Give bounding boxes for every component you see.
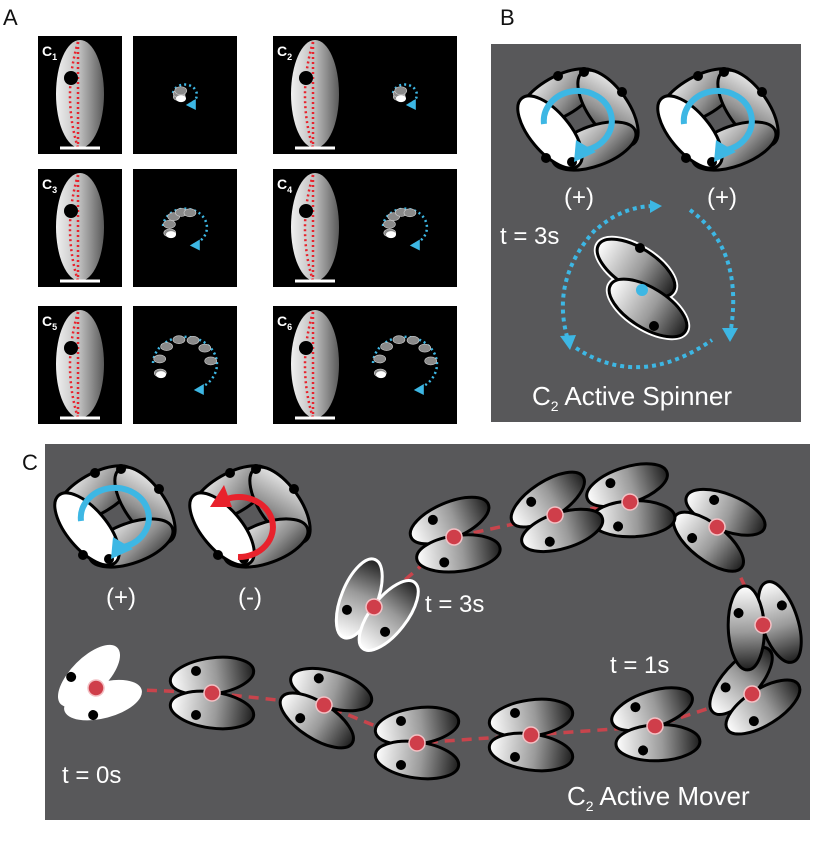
mover-glyph-minus xyxy=(188,464,312,569)
seed-image-tile: C2 xyxy=(273,36,357,154)
seed-cell-label: C1 xyxy=(42,43,57,62)
mover-dimer xyxy=(278,666,374,750)
trajectory-image-tile xyxy=(353,306,457,424)
panel-a-label: A xyxy=(3,5,18,30)
seed-cell-label: C5 xyxy=(42,313,57,332)
mover-sign-minus: (-) xyxy=(238,584,262,611)
seed-image-tile: C1 xyxy=(38,36,122,154)
spinner-sign-plus-2: (+) xyxy=(707,184,737,211)
mover-dimer xyxy=(334,557,420,652)
spinner-sign-plus-1: (+) xyxy=(564,184,594,211)
mover-dimer xyxy=(487,697,575,773)
mover-dimer xyxy=(408,495,502,574)
seed-cell-label: C6 xyxy=(277,313,292,332)
trajectory-image-tile xyxy=(353,36,457,154)
mover-sign-plus: (+) xyxy=(106,584,136,611)
mover-dimers xyxy=(57,462,803,781)
mover-dimer xyxy=(168,655,256,731)
trajectory-image-tile xyxy=(133,169,237,287)
spin-arrow-left xyxy=(560,228,597,341)
mover-glyph-plus xyxy=(53,464,177,569)
mover-dimer xyxy=(726,580,803,672)
mover-dimer xyxy=(672,487,767,573)
spin-arrow-right xyxy=(688,208,736,336)
seed-image-tile: C6 xyxy=(273,306,357,424)
trajectory-image-tile xyxy=(133,306,237,424)
mover-time-3s: t = 3s xyxy=(425,591,484,618)
panel-b-label: B xyxy=(500,5,515,30)
seed-cell-label: C2 xyxy=(277,43,292,62)
spinner-time-label: t = 3s xyxy=(500,223,559,250)
central-spinner-dimer xyxy=(593,235,691,341)
mover-time-0s: t = 0s xyxy=(62,762,121,789)
mover-caption: C2 Active Mover xyxy=(567,781,750,814)
spinner-glyph-plus-2 xyxy=(656,67,780,172)
trajectory-image-tile xyxy=(353,169,457,287)
trajectory-image-tile xyxy=(133,36,237,154)
seed-image-tile: C3 xyxy=(38,169,122,287)
spin-arrow-bottom xyxy=(574,338,714,370)
mover-dimer xyxy=(585,462,677,539)
seed-cell-label: C4 xyxy=(277,176,292,195)
seed-image-tile: C4 xyxy=(273,169,357,287)
mover-dimer xyxy=(373,705,461,781)
mover-dimer xyxy=(57,644,142,721)
mover-time-1s: t = 1s xyxy=(610,652,669,679)
spinner-glyph-plus-1 xyxy=(516,67,640,172)
spinner-caption: C2 Active Spinner xyxy=(532,381,732,414)
panel-c-label: C xyxy=(22,450,38,475)
seed-image-tile: C5 xyxy=(38,306,122,424)
seed-cell-label: C3 xyxy=(42,176,57,195)
panel-b: B (+) xyxy=(491,5,801,422)
mover-dimer xyxy=(509,470,605,554)
mover-dimer xyxy=(610,686,702,763)
panel-c: C (+) xyxy=(22,444,810,820)
